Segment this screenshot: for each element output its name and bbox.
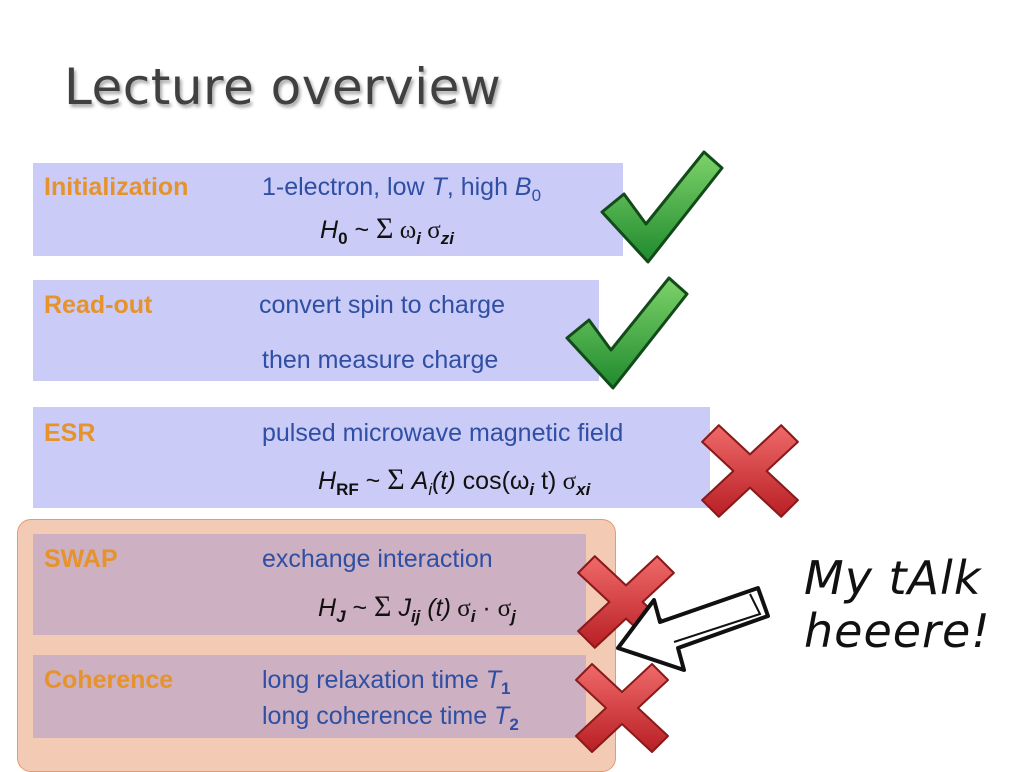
eq-hj-j: J bbox=[391, 594, 411, 622]
row-label-initialization: Initialization bbox=[44, 173, 189, 201]
row-text-coherence-2: long coherence time T2 bbox=[262, 702, 519, 735]
equation-hrf: HRF ~ Σ Ai(t) cos(ωi t) σxi bbox=[318, 463, 590, 500]
check-icon bbox=[600, 150, 724, 264]
init-text-a: 1-electron, low bbox=[262, 173, 432, 201]
row-label-swap: SWAP bbox=[44, 545, 118, 573]
pointer-arrow-icon bbox=[616, 586, 770, 672]
eq-hj-sigma-j: σ bbox=[497, 595, 512, 622]
row-text-esr: pulsed microwave magnetic field bbox=[262, 419, 624, 447]
eq-hrf-sub: RF bbox=[336, 480, 359, 499]
row-label-esr: ESR bbox=[44, 419, 96, 447]
eq-hrf-sigma-sub: xi bbox=[576, 480, 591, 499]
eq-hrf-sum: Σ bbox=[387, 463, 405, 496]
row-text-swap: exchange interaction bbox=[262, 545, 493, 573]
init-text-t: T bbox=[431, 173, 447, 201]
row-text-coherence-1: long relaxation time T1 bbox=[262, 666, 510, 699]
row-label-readout: Read-out bbox=[44, 291, 153, 319]
eq-hj-sigma-i: σ bbox=[450, 595, 471, 622]
row-readout bbox=[33, 280, 599, 381]
handwritten-note: My tAlk heeere! bbox=[804, 552, 991, 658]
row-label-coherence: Coherence bbox=[44, 666, 174, 694]
cross-icon bbox=[575, 663, 669, 753]
row-text-readout-1: convert spin to charge bbox=[259, 291, 505, 319]
eq-h0-sub: 0 bbox=[338, 229, 348, 248]
slide-title: Lecture overview bbox=[64, 58, 502, 116]
row-swap bbox=[33, 534, 586, 635]
coh-text-t1-sub: 1 bbox=[501, 679, 511, 698]
coh-text-t2: T bbox=[494, 702, 510, 730]
row-text-initialization: 1-electron, low T, high B0 bbox=[262, 173, 541, 206]
eq-hj-sum: Σ bbox=[374, 590, 392, 623]
equation-hj: HJ ~ Σ Jij (t) σi · σj bbox=[318, 590, 516, 627]
handwritten-line-1: My tAlk bbox=[804, 551, 982, 605]
eq-hrf-a: A bbox=[404, 467, 429, 495]
eq-hj-sub: J bbox=[336, 607, 346, 626]
row-text-readout-2: then measure charge bbox=[262, 346, 499, 374]
eq-hrf-cos: cos(ω bbox=[455, 467, 530, 495]
row-initialization bbox=[33, 163, 623, 256]
eq-h0-sigma: σ bbox=[420, 217, 441, 244]
eq-hj-j-sub: ij bbox=[410, 607, 421, 626]
eq-hrf-sigma: σ bbox=[556, 468, 577, 495]
coh-text-t1: T bbox=[485, 666, 502, 694]
eq-hrf-h: H bbox=[318, 467, 337, 495]
eq-hj-h: H bbox=[318, 594, 337, 622]
handwritten-line-2: heeere! bbox=[804, 603, 991, 658]
eq-h0-sum: Σ bbox=[376, 212, 394, 245]
eq-hrf-t: (t) bbox=[432, 467, 456, 495]
eq-hj-tilde: ~ bbox=[345, 594, 375, 622]
eq-hrf-cos-sub: i bbox=[529, 480, 535, 499]
eq-hrf-tilde: ~ bbox=[358, 467, 388, 495]
coh-text-t2-sub: 2 bbox=[509, 715, 519, 734]
eq-h0-tilde: ~ bbox=[347, 216, 377, 244]
init-text-b: , high bbox=[446, 173, 515, 201]
eq-hj-sigma-j-sub: j bbox=[511, 607, 516, 626]
eq-hj-dot: · bbox=[475, 594, 498, 622]
eq-h0-omega: ω bbox=[393, 217, 417, 244]
row-esr bbox=[33, 407, 710, 508]
eq-h0-h: H bbox=[320, 216, 339, 244]
coh-text-a: long relaxation time bbox=[262, 666, 486, 694]
eq-hrf-a-sub: i bbox=[428, 480, 433, 499]
eq-hrf-t2: t) bbox=[534, 467, 557, 495]
equation-h0: H0 ~ Σ ωi σzi bbox=[320, 212, 454, 249]
eq-hj-sigma-i-sub: i bbox=[470, 607, 476, 626]
cross-icon bbox=[701, 424, 799, 518]
row-coherence bbox=[33, 655, 586, 738]
check-icon bbox=[565, 276, 689, 390]
eq-hj-t: (t) bbox=[420, 594, 451, 622]
init-text-bsub: 0 bbox=[531, 186, 542, 205]
coh-text-b: long coherence time bbox=[262, 702, 495, 730]
eq-h0-sigma-sub: zi bbox=[440, 229, 454, 248]
eq-h0-omega-sub: i bbox=[416, 229, 421, 248]
init-text-bfield: B bbox=[514, 173, 532, 201]
